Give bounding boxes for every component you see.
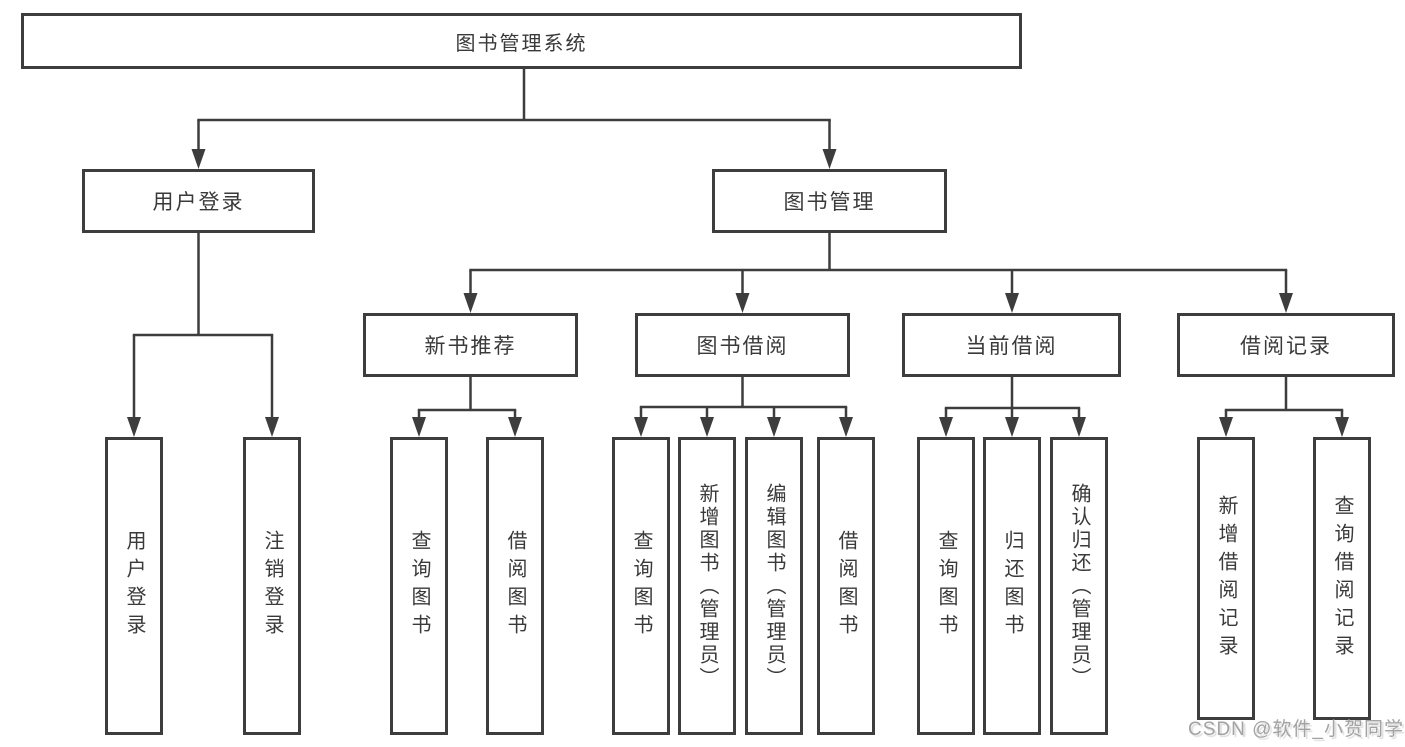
node-root-system: 图书管理系统 [21,13,1022,69]
node-borrowing-records: 借阅记录 [1177,313,1395,377]
leaf-records-add-record: 新增借阅记录 [1197,437,1255,720]
node-book-borrowing: 图书借阅 [635,313,850,377]
csdn-watermark: CSDN @软件_小贺同学 [1188,719,1404,740]
node-book-management: 图书管理 [712,169,947,233]
node-user-login: 用户登录 [82,169,315,233]
leaf-logout: 注销登录 [243,437,301,735]
node-new-book-recommend: 新书推荐 [363,313,578,377]
leaf-borrowing-query-books: 查询图书 [612,437,670,735]
leaf-current-return-books: 归还图书 [983,437,1041,735]
leaf-borrowing-edit-books-admin: 编辑图书（管理员） [745,437,803,735]
leaf-newbooks-borrow-books: 借阅图书 [486,437,544,735]
leaf-borrowing-borrow-books: 借阅图书 [817,437,875,735]
node-current-borrowing: 当前借阅 [902,313,1121,377]
leaf-current-query-books: 查询图书 [917,437,975,735]
leaf-newbooks-query-books: 查询图书 [390,437,448,735]
leaf-borrowing-add-books-admin: 新增图书（管理员） [678,437,736,735]
leaf-current-confirm-return-admin: 确认归还（管理员） [1050,437,1108,735]
leaf-user-login: 用户登录 [105,437,163,735]
leaf-records-query-record: 查询借阅记录 [1313,437,1371,720]
